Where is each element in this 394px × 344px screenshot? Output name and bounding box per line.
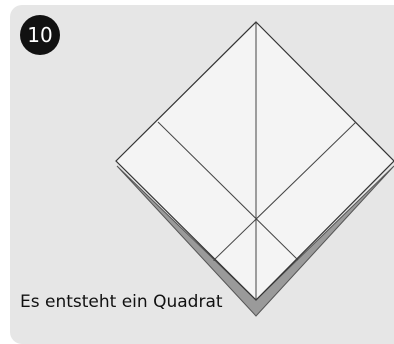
step-caption: Es entsteht ein Quadrat [20,292,223,312]
folded-square [116,22,394,300]
step-number-badge: 10 [20,15,60,55]
